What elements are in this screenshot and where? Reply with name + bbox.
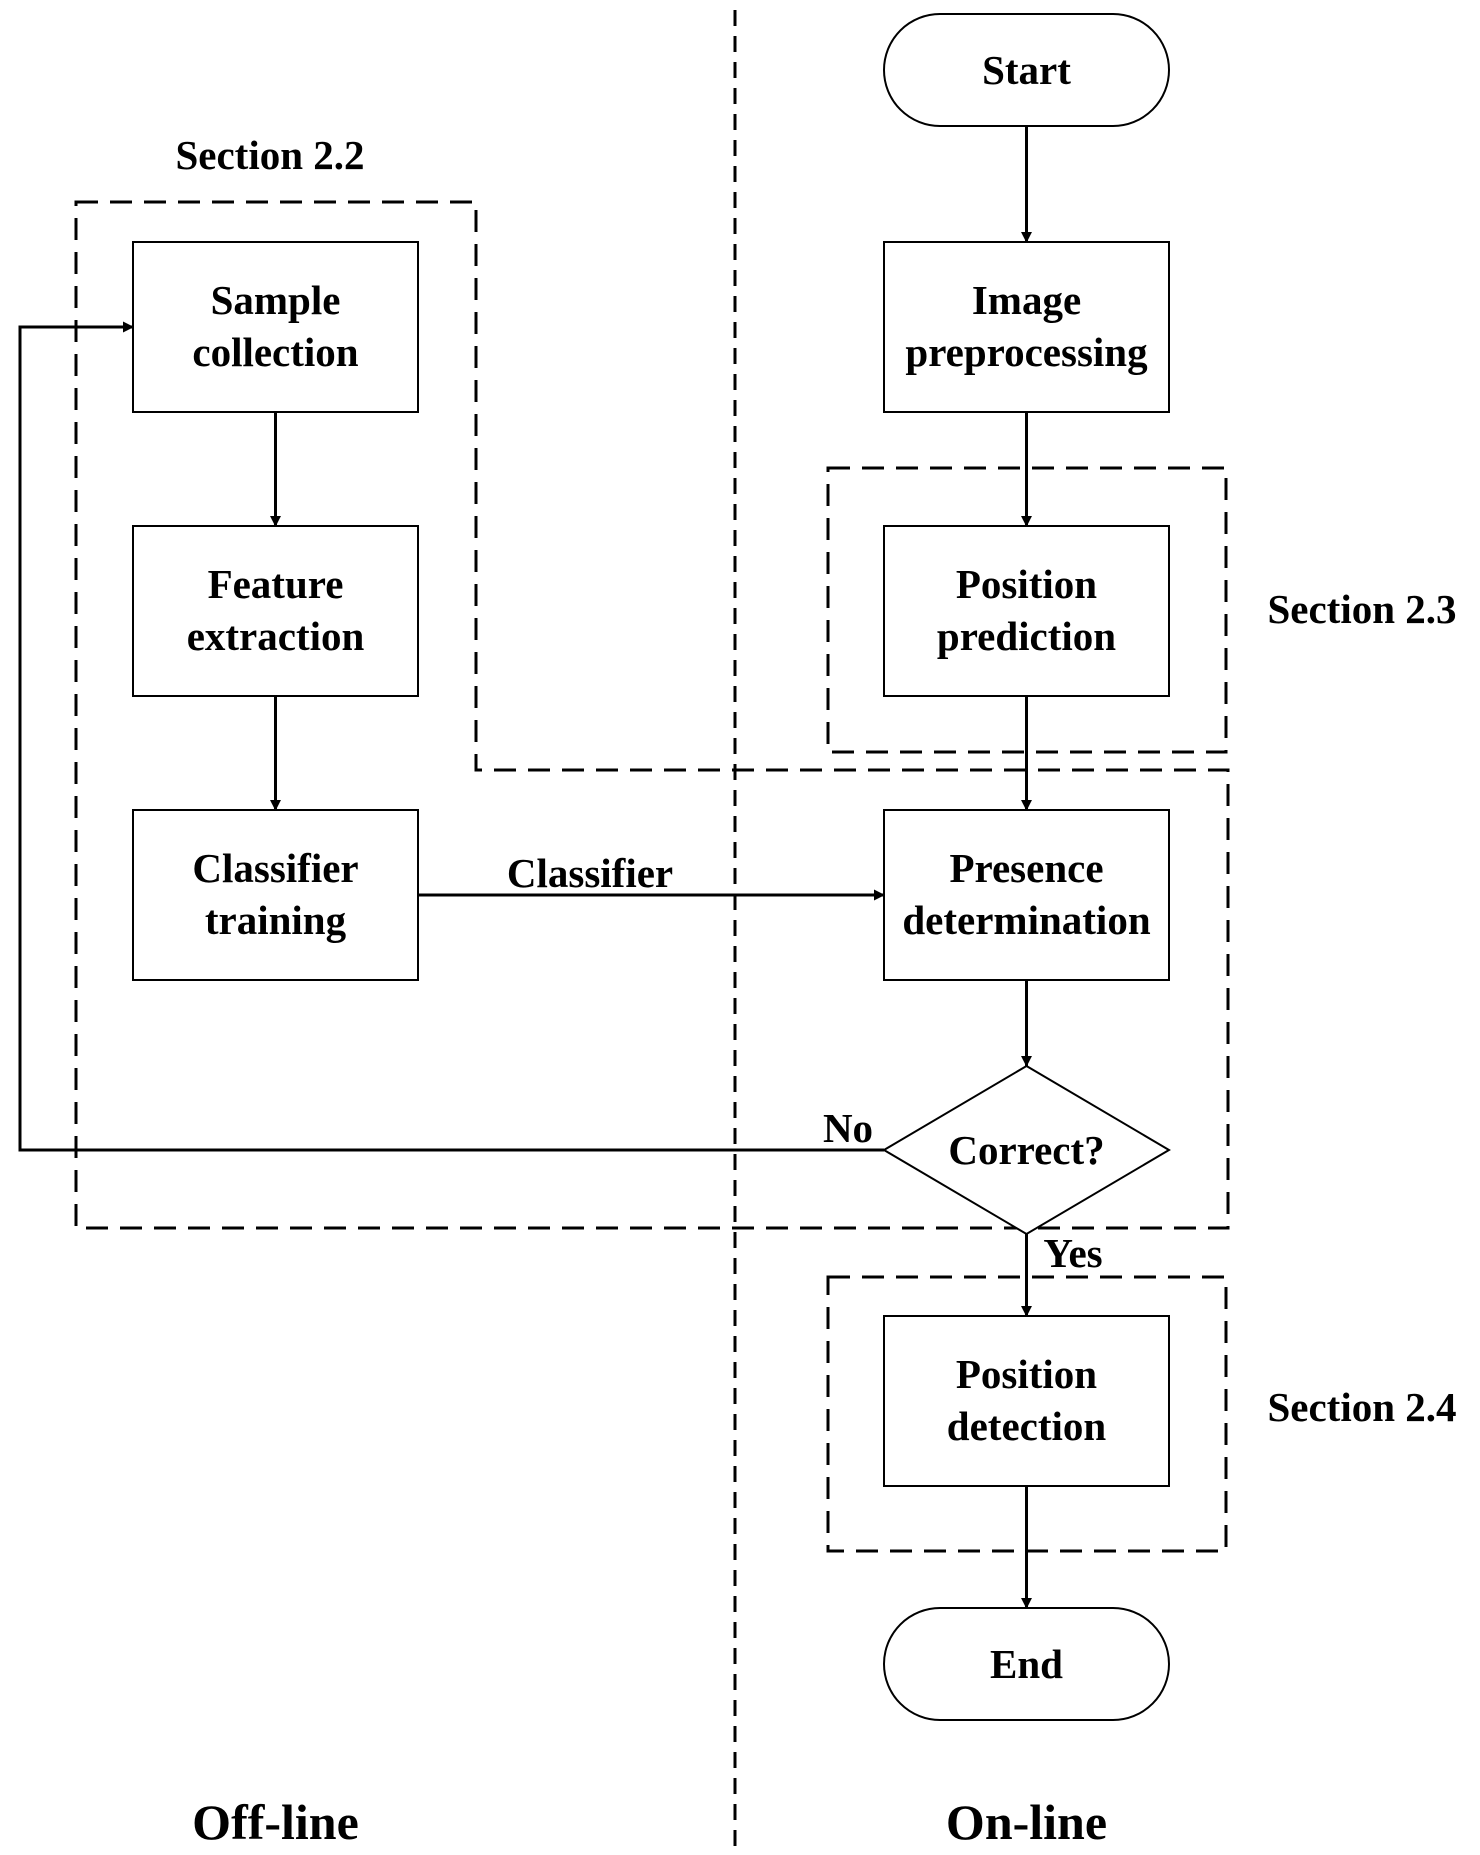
- classifier-training-box: [132, 809, 419, 981]
- position-detection-label: Position: [956, 1351, 1097, 1397]
- edge-label-no: No: [823, 1105, 873, 1151]
- online-column-label: On-line: [946, 1794, 1107, 1850]
- edge-correct-no-to-collection: [18, 321, 884, 1152]
- sample-collection-box: [132, 241, 419, 413]
- image-preprocessing-label-2: preprocessing: [905, 329, 1148, 375]
- offline-column-label: Off-line: [192, 1794, 359, 1850]
- position-prediction-label-2: prediction: [937, 613, 1116, 659]
- classifier-training-label-2: training: [205, 897, 347, 943]
- start-label: Start: [982, 47, 1071, 93]
- end-label: End: [990, 1641, 1063, 1687]
- position-detection-label-2: detection: [947, 1403, 1107, 1449]
- sample-collection-label: Sample: [211, 277, 341, 323]
- presence-determination-label: Presence: [949, 845, 1103, 891]
- feature-extraction-label: Feature: [208, 561, 344, 607]
- section-2-2-region: [74, 200, 1230, 1230]
- edge-label-classifier: Classifier: [507, 850, 673, 896]
- presence-determination-box: [883, 809, 1170, 981]
- position-detection-box: [883, 1315, 1170, 1487]
- position-prediction-box: [883, 525, 1170, 697]
- section-2-3-label: Section 2.3: [1267, 586, 1456, 632]
- feature-extraction-label-2: extraction: [187, 613, 365, 659]
- sample-collection-label-2: collection: [192, 329, 358, 375]
- correct-decision-label: Correct?: [948, 1127, 1104, 1173]
- presence-determination-label-2: determination: [902, 897, 1150, 943]
- feature-extraction-box: [132, 525, 419, 697]
- section-2-4-label: Section 2.4: [1267, 1384, 1456, 1430]
- image-preprocessing-box: [883, 241, 1170, 413]
- classifier-training-label: Classifier: [192, 845, 358, 891]
- section-2-2-label: Section 2.2: [175, 132, 364, 178]
- edge-label-yes: Yes: [1043, 1230, 1102, 1276]
- image-preprocessing-label: Image: [972, 277, 1081, 323]
- position-prediction-label: Position: [956, 561, 1097, 607]
